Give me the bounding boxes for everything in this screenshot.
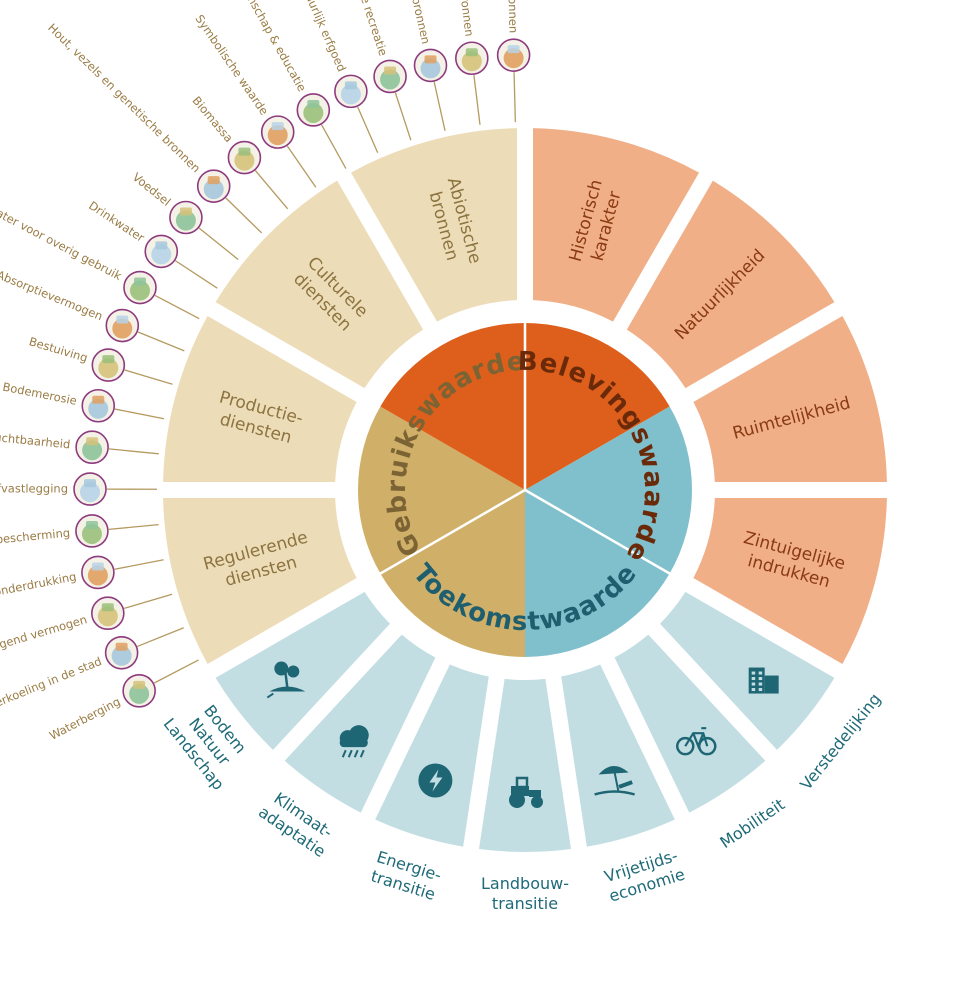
service-label: Biomassa xyxy=(190,94,236,145)
service-leader-line xyxy=(124,594,172,608)
service-label: Bodemerosie xyxy=(1,380,78,408)
toekomst-segment-3 xyxy=(479,679,571,852)
service-label: Waterberging xyxy=(47,694,123,742)
drinking-glass-icon xyxy=(145,235,177,267)
toekomst-label-1: Klimaat-adaptatie xyxy=(255,785,340,860)
service-leader-line xyxy=(226,198,262,233)
service-leader-line xyxy=(154,660,198,683)
erosion-icon xyxy=(82,390,114,422)
service-leader-line xyxy=(434,82,445,131)
checkered-heart-icon xyxy=(262,116,294,148)
toekomst-label-5: Mobiliteit xyxy=(716,794,788,851)
biomass-pump-icon xyxy=(228,142,260,174)
toekomst-label-3-line: Landbouw- xyxy=(481,874,569,893)
service-leader-line xyxy=(155,295,199,318)
bird-icon xyxy=(335,75,367,107)
purifying-icon xyxy=(92,597,124,629)
service-label: Hout, vezels en genetische bronnen xyxy=(45,21,203,176)
toekomst-label-5-line: Mobiliteit xyxy=(716,794,788,851)
service-label: Bestuiving xyxy=(27,334,89,365)
service-leader-line xyxy=(514,72,515,122)
wind-turbine-icon xyxy=(498,39,530,71)
lightning-icon xyxy=(418,763,452,797)
water-storage-icon xyxy=(123,675,155,707)
service-leader-line xyxy=(395,93,411,141)
service-label: Verkoeling in de stad xyxy=(0,654,104,712)
service-leader-line xyxy=(287,146,315,187)
service-label: Nutriëntencyclus bescherming xyxy=(0,526,71,556)
service-leader-line xyxy=(109,449,159,454)
toekomst-label-2: Energie-transitie xyxy=(369,847,444,904)
service-label: Voedsel xyxy=(130,170,174,209)
service-leader-line xyxy=(175,261,217,288)
service-label: Plaagonderdrukking xyxy=(0,569,78,605)
co2-icon xyxy=(74,473,106,505)
water-pipes-icon xyxy=(124,272,156,304)
minerals-icon xyxy=(456,42,488,74)
city-cooling-icon xyxy=(106,637,138,669)
service-label: Bodemvruchtbaarheid xyxy=(0,425,71,452)
service-leader-line xyxy=(322,125,346,169)
cyclist-icon xyxy=(374,60,406,92)
service-leader-line xyxy=(137,628,183,647)
timber-icon xyxy=(198,170,230,202)
service-label: Absorptievermogen xyxy=(0,267,105,323)
service-label: Drinkwater xyxy=(86,198,147,245)
toekomst-label-4: Vrijetijds-economie xyxy=(601,845,687,905)
soil-fertility-icon xyxy=(76,431,108,463)
service-label: Koolstofvastlegging xyxy=(0,481,68,495)
oil-rig-icon xyxy=(415,49,447,81)
service-leader-line xyxy=(358,107,378,153)
nutrient-cycle-icon xyxy=(76,515,108,547)
toekomst-label-3: Landbouw-transitie xyxy=(481,874,569,913)
service-label: Natuurlijk erfgoed xyxy=(295,0,349,74)
service-label: Duurzame energiebronnen xyxy=(502,0,520,33)
service-label: Minerale bronnen xyxy=(450,0,476,37)
ladybug-icon xyxy=(82,556,114,588)
service-label: Reinigend vermogen xyxy=(0,612,89,659)
shopping-cart-icon xyxy=(170,202,202,234)
service-leader-line xyxy=(109,525,159,530)
service-label: Groene recreatie xyxy=(347,0,390,58)
fruit-tree-icon xyxy=(92,349,124,381)
service-leader-line xyxy=(125,370,173,384)
core-circle: GebruikswaardeBelevingswaardeToekomstwaa… xyxy=(358,321,692,657)
service-leader-line xyxy=(255,171,287,209)
microscope-icon xyxy=(297,94,329,126)
service-leader-line xyxy=(115,409,164,419)
service-leader-line xyxy=(474,75,480,125)
absorption-icon xyxy=(106,310,138,342)
service-label: Fossiele energiebronnen xyxy=(389,0,433,45)
toekomst-label-3-line: transitie xyxy=(492,894,558,913)
service-leader-line xyxy=(138,332,184,351)
service-leader-line xyxy=(199,228,238,259)
service-leader-line xyxy=(115,560,164,569)
